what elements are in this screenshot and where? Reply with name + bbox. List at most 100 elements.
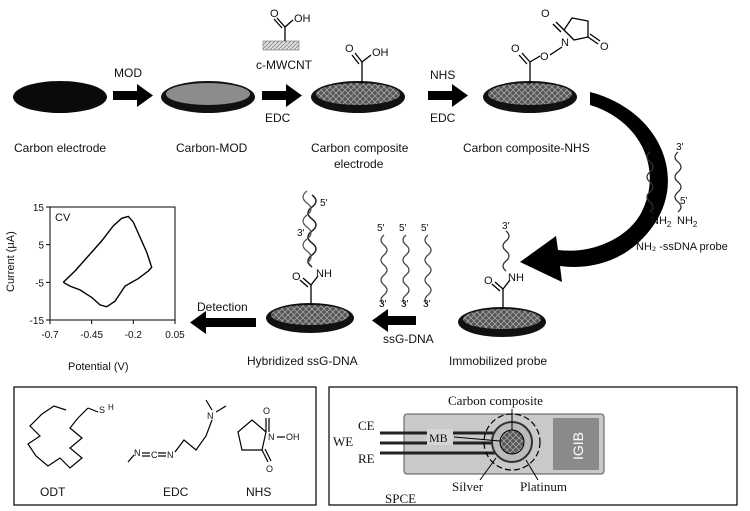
arrow-detection (190, 311, 256, 334)
svg-text:5': 5' (650, 206, 658, 217)
svg-text:3': 3' (297, 228, 305, 239)
composite-mesh (316, 83, 400, 105)
hybridized-duplex-icon: O NH 3' 5' (292, 190, 332, 305)
svg-text:O: O (266, 464, 273, 474)
svg-text:3': 3' (502, 221, 510, 232)
mb-label-box (427, 429, 453, 445)
carbon-electrode-label: Carbon electrode (14, 141, 106, 155)
svg-text:NH2: NH2 (677, 215, 698, 229)
nhs-structure-icon: O N OH O (237, 406, 300, 474)
carbon-mod-label: Carbon-MOD (176, 141, 248, 155)
svg-text:N: N (268, 432, 275, 442)
svg-text:OH: OH (286, 432, 300, 442)
cv-x-tick-label: 0.05 (165, 330, 185, 341)
svg-text:NH: NH (508, 272, 524, 284)
svg-text:O: O (345, 43, 354, 55)
cv-x-tick-label: -0.7 (41, 330, 59, 341)
silver-label: Silver (452, 479, 484, 494)
nhs-label: NHS (246, 485, 271, 499)
svg-text:NH: NH (316, 268, 332, 280)
arrow-edc-label-1: EDC (265, 111, 291, 125)
immobilized-label: Immobilized probe (449, 354, 547, 368)
svg-text:N: N (561, 37, 569, 49)
svg-text:N: N (134, 448, 141, 458)
c-mwcnt-molecule-icon: O OH (262, 8, 311, 51)
svg-text:N: N (167, 450, 174, 460)
arrow-mod-label: MOD (114, 66, 142, 80)
svg-text:O: O (270, 8, 279, 20)
svg-text:H: H (108, 403, 114, 412)
svg-text:OH: OH (372, 47, 389, 59)
arrow-mod (113, 84, 153, 107)
arrow-edc-label-2: EDC (430, 111, 456, 125)
ssdna-probe-label: NH₂ -ssDNA probe (636, 241, 728, 253)
cv-plot-frame (49, 206, 176, 321)
we-label: WE (333, 434, 353, 449)
svg-text:3': 3' (645, 142, 653, 153)
hybridized-label: Hybridized ssG-DNA (247, 354, 358, 368)
arrow-ssg-dna-label: ssG-DNA (383, 332, 434, 346)
hybridized-mesh (271, 305, 349, 325)
immobilized-probe-icon: O NH 3' (484, 221, 524, 309)
composite-nhs-mesh (488, 83, 572, 105)
svg-text:3': 3' (379, 299, 387, 310)
cv-x-tick-label: -0.2 (125, 330, 143, 341)
mb-label: MB (429, 431, 448, 445)
cv-y-tick-label: -5 (35, 278, 44, 289)
svg-text:NH2: NH2 (651, 215, 672, 229)
igib-label: IGIB (570, 432, 586, 460)
cv-xlabel: Potential (V) (68, 361, 129, 373)
cv-x-tick-label: -0.45 (80, 330, 103, 341)
svg-text:3': 3' (676, 142, 684, 153)
cv-y-tick-label: -15 (30, 316, 45, 327)
svg-text:O: O (511, 43, 520, 55)
svg-text:C: C (151, 450, 158, 460)
platinum-label: Platinum (520, 479, 567, 494)
svg-text:O: O (540, 51, 549, 63)
cv-chart: CV Current (μA) Potential (V) -0.7 -0.45 -… (5, 203, 185, 373)
svg-text:5': 5' (377, 223, 385, 234)
svg-text:5': 5' (421, 223, 429, 234)
re-label: RE (358, 451, 375, 466)
arrow-nhs (428, 84, 468, 107)
svg-text:O: O (541, 8, 550, 20)
odt-label: ODT (40, 485, 66, 499)
cv-inset-label: CV (55, 212, 71, 224)
composite-nhs-label: Carbon composite-NHS (463, 141, 590, 155)
svg-text:O: O (600, 41, 609, 53)
ce-label: CE (358, 418, 375, 433)
ssdna-probe-strands-icon: 3' 3' 5' 5' NH2 NH2 (645, 142, 698, 229)
cv-curve (62, 215, 153, 308)
svg-text:O: O (263, 406, 270, 416)
edc-structure-icon: N C N N (127, 399, 227, 463)
chemicals-panel (13, 386, 317, 506)
arrow-nhs-label: NHS (430, 68, 455, 82)
nhs-ester-icon: O O N O O (511, 8, 609, 84)
svg-text:S: S (99, 405, 105, 415)
igib-block (553, 418, 599, 470)
cooh-group-icon: O OH (345, 43, 389, 84)
carbon-electrode-disk (13, 81, 107, 113)
mod-layer (166, 83, 250, 105)
composite-electrode-label-2: electrode (334, 157, 384, 171)
arrow-cmwcnt (262, 84, 302, 107)
svg-text:5': 5' (320, 198, 328, 209)
edc-label: EDC (163, 485, 189, 499)
detection-label: Detection (197, 300, 248, 314)
svg-text:3': 3' (423, 299, 431, 310)
svg-text:5': 5' (399, 223, 407, 234)
ssg-dna-strands-icon: 5' 5' 5' 3' 3' 3' (377, 223, 432, 310)
carbon-composite-title: Carbon composite (448, 393, 543, 408)
spce-label: SPCE (385, 491, 416, 506)
cv-ylabel: Current (μA) (5, 231, 17, 292)
svg-text:N: N (207, 411, 214, 421)
composite-electrode-label-1: Carbon composite (311, 141, 409, 155)
arrow-cmwcnt-label: c-MWCNT (256, 58, 313, 72)
cv-y-tick-label: 15 (33, 203, 45, 214)
carbon-composite-disk (499, 429, 525, 455)
svg-text:OH: OH (294, 13, 311, 25)
odt-structure-icon: S H (27, 403, 114, 469)
immobilized-mesh (463, 309, 541, 329)
svg-text:5': 5' (680, 196, 688, 207)
